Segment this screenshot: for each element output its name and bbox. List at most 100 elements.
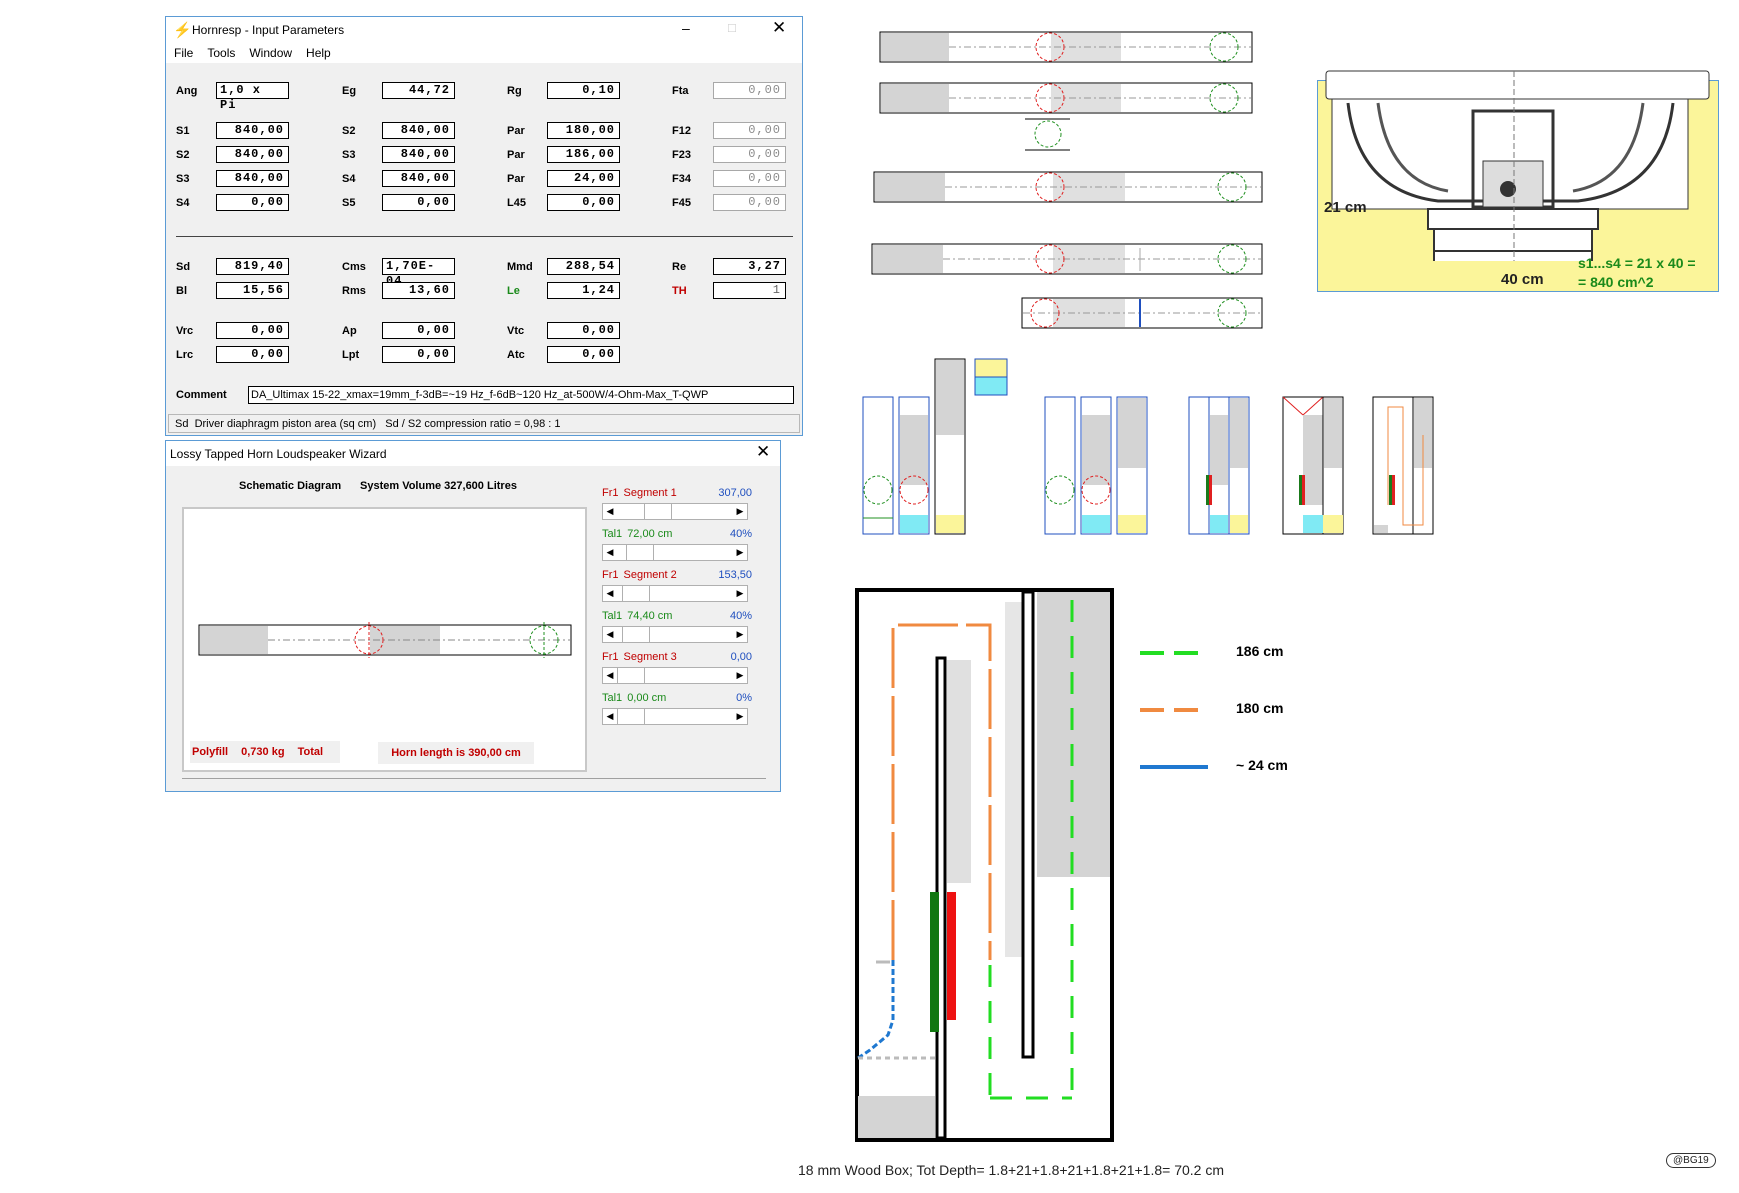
system-volume: System Volume 327,600 Litres: [360, 480, 517, 492]
param-field-l45[interactable]: 0,00: [547, 194, 620, 211]
param-field-f12[interactable]: 0,00: [713, 122, 786, 139]
param-field-fta[interactable]: 0,00: [713, 82, 786, 99]
comment-field[interactable]: DA_Ultimax 15-22_xmax=19mm_f-3dB=~19 Hz_…: [248, 386, 794, 404]
slider-right-arrow-icon[interactable]: ▶: [736, 711, 744, 721]
param-field-le[interactable]: 1,24: [547, 282, 620, 299]
param-field-lpt[interactable]: 0,00: [382, 346, 455, 363]
param-field-sd[interactable]: 819,40: [216, 258, 289, 275]
param-field-bl[interactable]: 15,56: [216, 282, 289, 299]
param-field-f23[interactable]: 0,00: [713, 146, 786, 163]
slider-right-arrow-icon[interactable]: ▶: [736, 629, 744, 639]
horizontal-schematics: [871, 31, 1263, 329]
param-field-s4b[interactable]: 0,00: [216, 194, 289, 211]
param-field-th[interactable]: 1: [713, 282, 786, 299]
slider-track-6[interactable]: ◀▶: [602, 708, 748, 725]
param-field-s3b[interactable]: 840,00: [216, 170, 289, 187]
param-field-f34[interactable]: 0,00: [713, 170, 786, 187]
param-label-ap: Ap: [342, 325, 357, 337]
param-field-re[interactable]: 3,27: [713, 258, 786, 275]
slider-thumb[interactable]: [622, 627, 650, 642]
param-label-s1: S1: [176, 125, 190, 137]
param-label-eg: Eg: [342, 85, 357, 97]
slider-thumb[interactable]: [617, 709, 645, 724]
slider-left-arrow-icon[interactable]: ◀: [606, 629, 614, 639]
param-field-rms[interactable]: 13,60: [382, 282, 455, 299]
param-field-eg[interactable]: 44,72: [382, 82, 455, 99]
param-field-par2[interactable]: 186,00: [547, 146, 620, 163]
slider-tag: Tal1: [602, 692, 623, 704]
legend-label: 180 cm: [1236, 700, 1284, 716]
param-label-par3: Par: [507, 173, 525, 185]
slider-value: 0%: [736, 692, 752, 704]
slider-track-2[interactable]: ◀▶: [602, 544, 748, 561]
legend-item: ~ 24 cm: [1140, 754, 1360, 778]
param-field-s1[interactable]: 840,00: [216, 122, 289, 139]
param-label-vtc: Vtc: [507, 325, 525, 337]
slider-thumb[interactable]: [644, 504, 672, 519]
param-label-rms: Rms: [342, 285, 366, 297]
param-field-ang[interactable]: 1,0 x Pi: [216, 82, 289, 112]
param-field-vtc[interactable]: 0,00: [547, 322, 620, 339]
menu-window[interactable]: Window: [249, 46, 293, 60]
slider-right-arrow-icon[interactable]: ▶: [736, 588, 744, 598]
wizard-close-icon[interactable]: ✕: [756, 442, 771, 461]
driver-photo-panel: 21 cm 40 cm s1...s4 = 21 x 40 = = 840 cm…: [1317, 70, 1719, 292]
schematic-panel: Polyfill 0,730 kg Total Horn length is 3…: [182, 507, 587, 772]
param-field-s3[interactable]: 840,00: [382, 146, 455, 163]
slider-thumb[interactable]: [617, 668, 645, 683]
slider-left-arrow-icon[interactable]: ◀: [606, 588, 614, 598]
slider-value: 0,00: [730, 651, 752, 663]
menu-help[interactable]: Help: [306, 46, 331, 60]
param-field-atc[interactable]: 0,00: [547, 346, 620, 363]
param-label-mmd: Mmd: [507, 261, 533, 273]
param-field-s4[interactable]: 840,00: [382, 170, 455, 187]
polyfill-value: 0,730 kg: [241, 746, 285, 758]
driver-area-line-1: s1...s4 = 21 x 40 =: [1578, 255, 1696, 271]
param-field-s2[interactable]: 840,00: [382, 122, 455, 139]
close-icon[interactable]: ✕: [772, 18, 787, 37]
param-field-par1[interactable]: 180,00: [547, 122, 620, 139]
param-field-ap[interactable]: 0,00: [382, 322, 455, 339]
legend-label: 186 cm: [1236, 643, 1284, 659]
folded-variant-3: [1188, 396, 1250, 535]
slider-track-4[interactable]: ◀▶: [602, 626, 748, 643]
param-field-s5[interactable]: 0,00: [382, 194, 455, 211]
slider-thumb[interactable]: [626, 545, 654, 560]
param-field-cms[interactable]: 1,70E-04: [382, 258, 455, 288]
slider-right-arrow-icon[interactable]: ▶: [736, 547, 744, 557]
slider-track-5[interactable]: ◀▶: [602, 667, 748, 684]
param-label-s3b: S3: [176, 173, 190, 185]
slider-name: 0,00 cm: [627, 692, 667, 704]
slider-left-arrow-icon[interactable]: ◀: [606, 506, 614, 516]
param-field-mmd[interactable]: 288,54: [547, 258, 620, 275]
driver-area-line-2: = 840 cm^2: [1578, 274, 1654, 290]
legend-swatch: [1140, 708, 1208, 712]
param-field-par3[interactable]: 24,00: [547, 170, 620, 187]
slider-name: 74,40 cm: [627, 610, 673, 622]
maximize-icon[interactable]: □: [728, 20, 736, 35]
slider-left-arrow-icon[interactable]: ◀: [606, 670, 614, 680]
menu-file[interactable]: File: [174, 46, 194, 60]
slider-right-arrow-icon[interactable]: ▶: [736, 670, 744, 680]
minimize-icon[interactable]: –: [682, 20, 690, 36]
param-label-fta: Fta: [672, 85, 689, 97]
slider-value: 40%: [729, 610, 752, 622]
param-label-f12: F12: [672, 125, 691, 137]
param-field-s2b[interactable]: 840,00: [216, 146, 289, 163]
slider-tag: Fr1: [602, 651, 619, 663]
slider-right-arrow-icon[interactable]: ▶: [736, 506, 744, 516]
param-field-lrc[interactable]: 0,00: [216, 346, 289, 363]
slider-left-arrow-icon[interactable]: ◀: [606, 711, 614, 721]
slider-value: 153,50: [718, 569, 752, 581]
param-label-f34: F34: [672, 173, 691, 185]
slider-left-arrow-icon[interactable]: ◀: [606, 547, 614, 557]
slider-track-1[interactable]: ◀▶: [602, 503, 748, 520]
slider-tag: Tal1: [602, 610, 623, 622]
param-field-f45[interactable]: 0,00: [713, 194, 786, 211]
param-field-vrc[interactable]: 0,00: [216, 322, 289, 339]
menu-tools[interactable]: Tools: [207, 46, 236, 60]
slider-track-3[interactable]: ◀▶: [602, 585, 748, 602]
param-field-rg[interactable]: 0,10: [547, 82, 620, 99]
slider-thumb[interactable]: [622, 586, 650, 601]
